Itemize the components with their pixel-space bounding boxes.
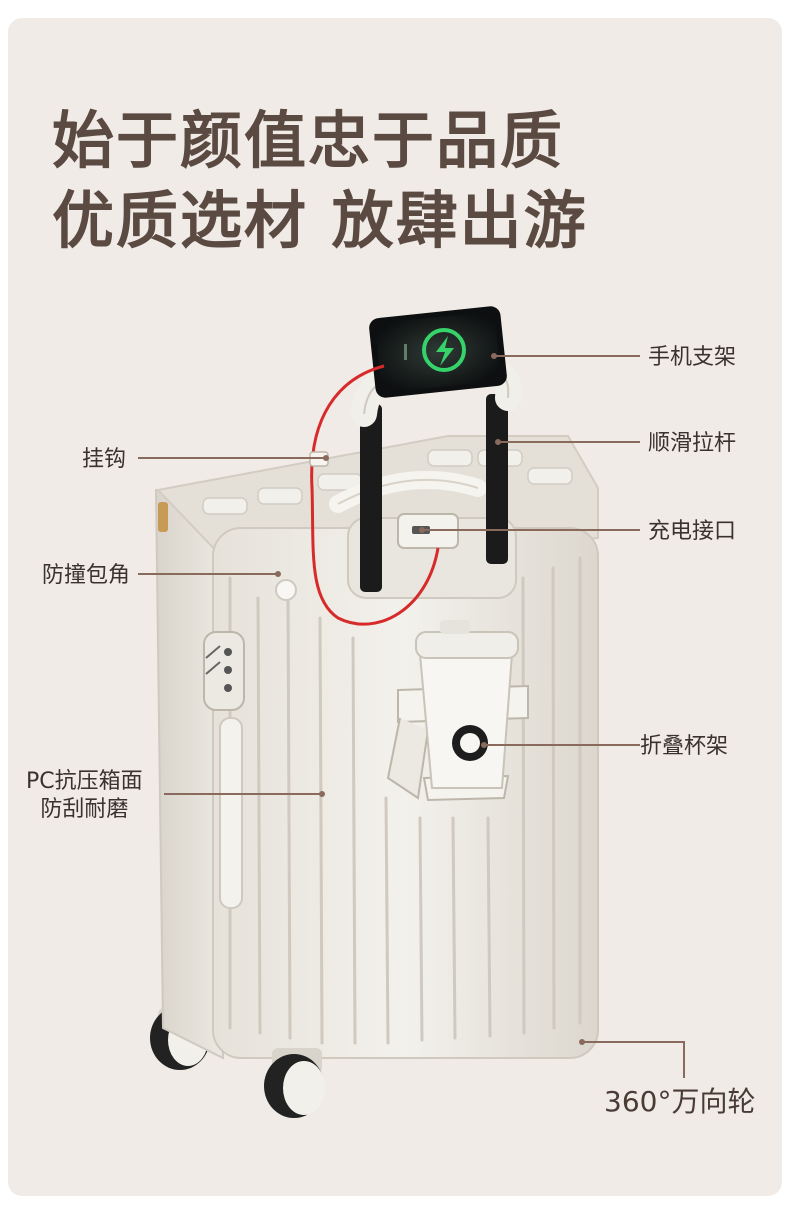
label-smooth-handle: 顺滑拉杆 (648, 431, 737, 456)
leader-wheels (582, 1041, 685, 1078)
suitcase-illustration (138, 306, 685, 1118)
side-handle (219, 717, 243, 909)
product-card: 始于颜值忠于品质 优质选材 放肆出游 (8, 18, 782, 1196)
charging-bolt-icon (422, 328, 466, 372)
combination-lock (203, 631, 245, 711)
corner-guard (275, 579, 297, 601)
label-hook: 挂钩 (82, 447, 127, 472)
label-pc-case: PC抗压箱面 防刮耐磨 (26, 769, 143, 822)
headline-line-1: 始于颜值忠于品质 (52, 104, 565, 177)
coffee-cup (415, 620, 519, 789)
label-wheels: 360°万向轮 (604, 1085, 756, 1118)
label-cup-holder: 折叠杯架 (640, 734, 729, 759)
label-corner-guard: 防撞包角 (42, 563, 131, 588)
headline-line-2: 优质选材 放肆出游 (52, 184, 588, 257)
charging-cable (310, 364, 440, 626)
wheel-front-left (264, 1048, 325, 1118)
label-phone-holder: 手机支架 (648, 345, 737, 370)
label-charging-port: 充电接口 (648, 519, 737, 544)
phone-on-holder (369, 306, 507, 398)
